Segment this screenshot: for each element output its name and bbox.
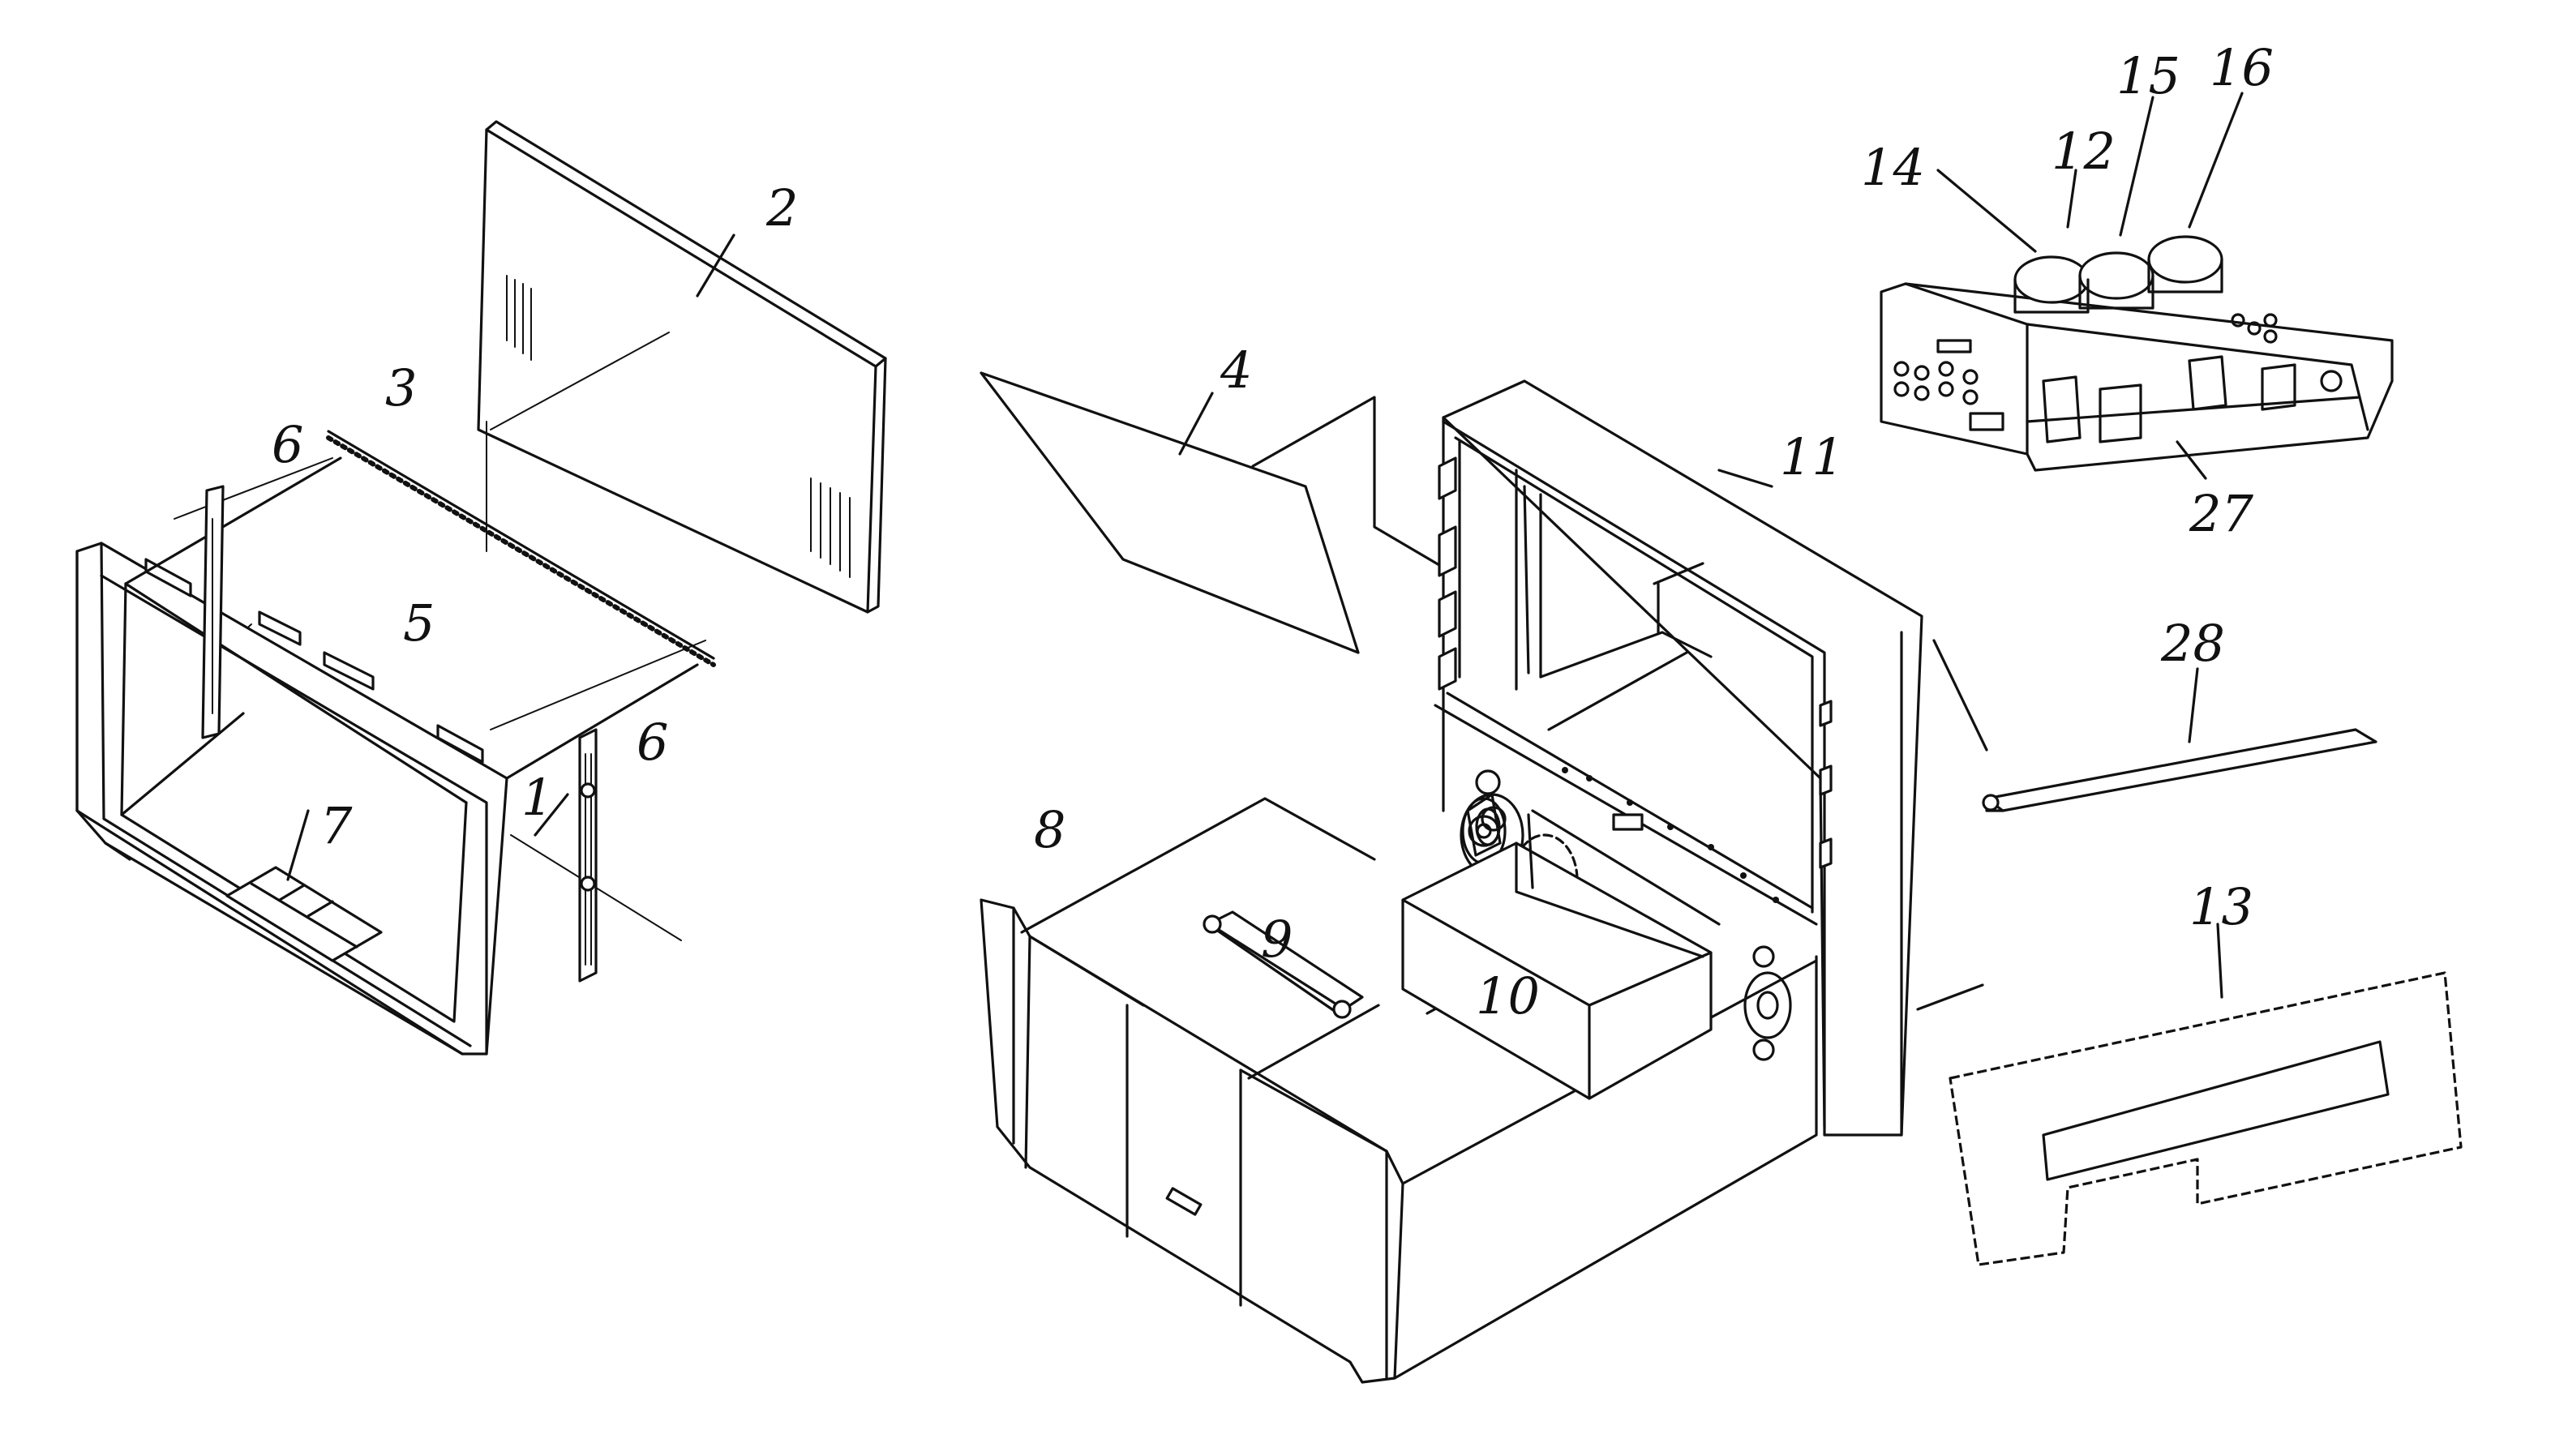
callout-1: 1 — [521, 768, 553, 827]
callout-28: 28 — [2160, 614, 2225, 673]
callout-27: 27 — [2189, 484, 2253, 543]
callout-11: 11 — [1780, 427, 1844, 486]
part-8-cabinet-base — [980, 797, 1818, 1384]
callout-2: 2 — [765, 178, 798, 238]
part-6-left-bracket — [201, 485, 225, 739]
callout-3: 3 — [385, 358, 417, 418]
callout-14: 14 — [1861, 138, 1925, 197]
callout-7: 7 — [320, 796, 353, 855]
part-11-cabinet-upper — [1203, 379, 1923, 1137]
part-6-right-bracket — [578, 728, 598, 983]
callout-6-right: 6 — [637, 713, 668, 772]
part-3-strip — [326, 430, 716, 667]
part-12-chassis — [1880, 235, 2394, 472]
callout-9: 9 — [1261, 910, 1293, 969]
part-4-mirror — [980, 371, 1445, 654]
part-2-screen-panel — [477, 120, 887, 614]
callout-labels: 1 2 3 4 5 6 6 7 8 9 10 11 12 13 14 15 16… — [272, 38, 2274, 1026]
callout-4: 4 — [1220, 340, 1252, 400]
callout-15: 15 — [2116, 46, 2180, 105]
leader-lines — [286, 92, 2244, 1011]
callout-6-left: 6 — [272, 415, 303, 474]
part-1-front-frame — [75, 456, 699, 1056]
callout-8: 8 — [1034, 800, 1065, 859]
callout-13: 13 — [2189, 877, 2253, 936]
callout-12: 12 — [2052, 122, 2116, 181]
callout-10: 10 — [1476, 966, 1540, 1026]
part-28-rail — [1982, 728, 2377, 812]
part-13-back-panel — [1949, 971, 2463, 1266]
callout-5: 5 — [403, 593, 435, 653]
callout-16: 16 — [2210, 38, 2274, 97]
